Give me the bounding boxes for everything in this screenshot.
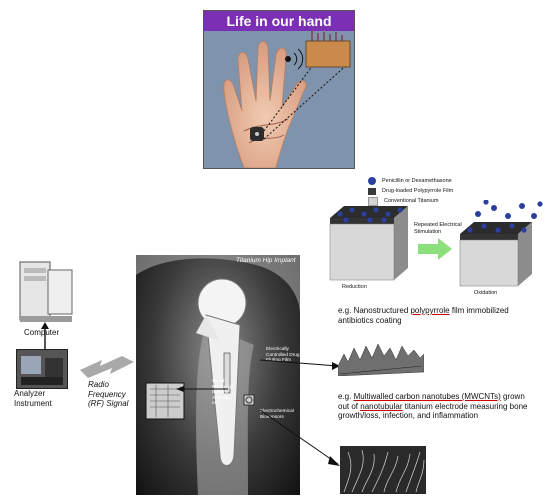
xray-image: Titanium Hip Implant Electrically Contro… [136, 255, 300, 495]
computer-label: Computer [24, 328, 60, 337]
oxidation-label: Oxidation [474, 290, 498, 296]
rf-signal-label: Radio Frequency (RF) Signal [88, 380, 129, 408]
xray-title: Titanium Hip Implant [236, 257, 296, 264]
example-2-suffix: titanium electrode measuring bone growth… [338, 401, 528, 421]
drug-film-label: Electrically Controlled Drug Eluting Fil… [266, 347, 300, 364]
mwcnt-sem-image [340, 446, 426, 494]
example-polypyrrole: e.g. Nanostructured polypyrrole film imm… [338, 306, 518, 325]
leader-lines [260, 359, 340, 466]
stimulation-label: Repeated Electrical Stimulation [414, 222, 462, 235]
analyzer-icon [17, 350, 67, 388]
biosensor-label: Electrochemical Biosensors [260, 409, 294, 420]
example-mwcnt: e.g. Multiwalled carbon nanotubes (MWCNT… [338, 392, 528, 421]
legend: Penicillin or Dexamethasone Drug-loaded … [368, 176, 538, 206]
computer-icon [19, 261, 73, 322]
legend-label: Conventional Titanium [384, 198, 439, 204]
analyzer-label: Analyzer Instrument [14, 389, 52, 408]
film-swatch-icon [368, 187, 376, 195]
hand-panel: Life in our hand [203, 10, 355, 169]
hip-implant-illustration [136, 255, 300, 495]
rf-signal-icon [80, 356, 134, 378]
example-2-link-nanotubular: nanotubular [360, 401, 403, 411]
example-1-prefix: e.g. Nanostructured [338, 306, 411, 315]
up-arrow [41, 322, 49, 350]
example-1-link: polypyrrole [410, 306, 450, 315]
drug-dot-icon [368, 177, 376, 185]
titanium-swatch-icon [368, 196, 378, 206]
analyzer-instrument [16, 349, 68, 389]
hand-panel-title: Life in our hand [204, 11, 354, 31]
computer [18, 258, 74, 326]
legend-item-drug: Penicillin or Dexamethasone [368, 176, 538, 186]
circuit-label: Circuit, Microchip, Battery, Antenna, et… [212, 379, 234, 407]
palm-illustration [204, 31, 354, 168]
example-2-mid: grown out of [338, 392, 525, 411]
stimulation-diagram [329, 200, 543, 287]
reduction-label: Reduction [342, 284, 367, 290]
example-2-link-mwcnt: Multiwalled carbon nanotubes (MWCNTs) [353, 392, 501, 401]
legend-item-film: Drug-loaded Polypyrrole Film [368, 186, 538, 196]
polypyrrole-surface-image [338, 336, 424, 376]
legend-label: Penicillin or Dexamethasone [382, 178, 452, 184]
example-2-prefix: e.g. [338, 392, 354, 401]
legend-label: Drug-loaded Polypyrrole Film [382, 188, 454, 194]
legend-item-titanium: Conventional Titanium [368, 196, 538, 206]
example-1-suffix: film immobilized antibiotics coating [338, 306, 509, 325]
